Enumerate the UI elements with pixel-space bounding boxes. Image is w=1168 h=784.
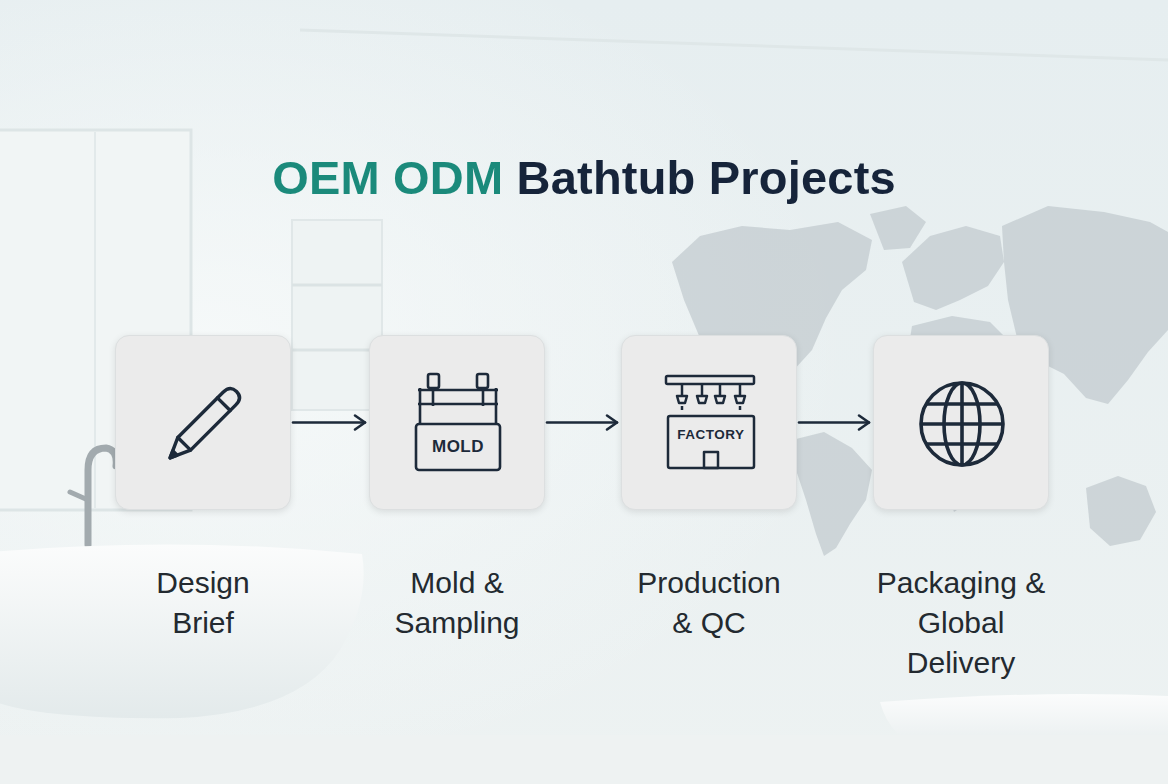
arrow-line [547, 421, 617, 424]
step-caption: Production & QC [630, 563, 788, 643]
title-bar: OEM ODM Bathtub Projects [0, 150, 1168, 206]
step-box [873, 335, 1049, 510]
arrow-line [293, 421, 365, 424]
arrow-line [799, 421, 869, 424]
process-step: Design Brief [115, 335, 291, 510]
step-caption: Mold & Sampling [369, 563, 545, 643]
process-step: Packaging & Global Delivery [873, 335, 1049, 510]
globe-icon [874, 336, 1050, 511]
map-greenland [870, 206, 926, 250]
diagram-title: OEM ODM Bathtub Projects [272, 150, 896, 206]
step-box [115, 335, 291, 510]
map-south-america [792, 432, 872, 556]
floor [0, 735, 1168, 784]
arrow-head [355, 416, 365, 430]
flow-arrow [293, 416, 365, 430]
shelf [292, 284, 382, 287]
icon-label: FACTORY [670, 418, 752, 450]
ceiling-line [300, 30, 1168, 60]
map-australia [1086, 476, 1156, 546]
flow-arrow [547, 416, 617, 430]
step-box: FACTORY [621, 335, 797, 510]
pencil-icon [116, 336, 292, 511]
process-step: MOLDMold & Sampling [369, 335, 545, 510]
factory-icon [622, 336, 798, 511]
arrow-head [607, 416, 617, 430]
bathtub-left [0, 544, 364, 718]
flow-arrow [799, 416, 869, 430]
arrow-head [859, 416, 869, 430]
process-step: FACTORYProduction & QC [621, 335, 797, 510]
faucet-handle [70, 492, 88, 500]
map-europe [902, 226, 1004, 310]
faucet [88, 448, 116, 545]
icon-label: MOLD [418, 426, 498, 468]
step-caption: Design Brief [128, 563, 278, 643]
step-box: MOLD [369, 335, 545, 510]
step-caption: Packaging & Global Delivery [866, 563, 1056, 683]
mold-icon [370, 336, 546, 511]
